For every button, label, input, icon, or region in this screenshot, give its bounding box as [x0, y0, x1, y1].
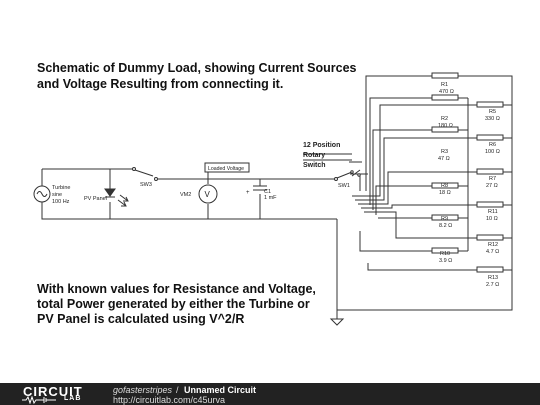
turbine-sub2: 100 Hz: [52, 199, 70, 205]
resistor-label: R10: [440, 251, 450, 257]
svg-text:V: V: [205, 190, 211, 199]
resistor-value: 10 Ω: [486, 216, 498, 222]
footer-username-link[interactable]: gofasterstripes: [113, 385, 173, 395]
note-line-3: PV Panel is calculated using V^2/R: [37, 312, 245, 326]
c1-capacitor: C1 1 mF +: [246, 185, 277, 201]
heading-line-1: Schematic of Dummy Load, showing Current…: [37, 61, 357, 75]
rotary-switch: 12 Position Rotary Switch SW1: [303, 142, 361, 189]
wires: [41, 75, 513, 319]
resistor-label: R11: [488, 209, 498, 215]
turbine-source: Turbine sine 100 Hz: [33, 185, 70, 205]
footer-url-link[interactable]: http://circuitlab.com/c45urva: [113, 395, 226, 405]
sw3-label: SW3: [140, 182, 152, 188]
resistor-label: R5: [489, 109, 496, 115]
resistor-label: R7: [489, 176, 496, 182]
c1-label: C1: [264, 189, 271, 195]
resistor-label: R8: [441, 183, 448, 189]
pv-panel-diode: PV Panel: [84, 188, 129, 207]
resistor-value: 8.2 Ω: [439, 223, 452, 229]
turbine-label: Turbine: [52, 185, 70, 191]
sw1-label: SW1: [338, 183, 350, 189]
resistor-value: 3.9 Ω: [439, 258, 452, 264]
switch-label-line3: Switch: [303, 162, 326, 169]
switch-label-line2: Rotary: [303, 152, 325, 159]
resistor-value: 470 Ω: [439, 89, 454, 95]
schematic-diagram: Turbine sine 100 Hz PV Panel SW3 V VM2 L…: [33, 72, 513, 326]
turbine-sub1: sine: [52, 192, 62, 198]
resistor-label: R1: [441, 82, 448, 88]
resistor-value: 330 Ω: [485, 116, 500, 122]
circuitlab-logo-sub: LAB: [64, 395, 82, 402]
resistor-label: R3: [441, 149, 448, 155]
resistor-label: R13: [488, 275, 498, 281]
vm2-voltmeter: V VM2 Loaded Voltage: [180, 162, 250, 204]
resistor-label: R6: [489, 142, 496, 148]
resistor-label: R12: [488, 242, 498, 248]
heading-line-2: and Voltage Resulting from connecting it…: [37, 77, 284, 91]
resistor-value: 18 Ω: [439, 190, 451, 196]
resistor-value: 27 Ω: [486, 183, 498, 189]
note-line-2: total Power generated by either the Turb…: [37, 297, 310, 311]
resistor-label: R9: [441, 216, 448, 222]
resistor-value: 2.7 Ω: [486, 282, 499, 288]
loaded-voltage-label: Loaded Voltage: [208, 166, 244, 172]
ground-symbol: [329, 318, 345, 326]
footer-bar: CIRCUIT LAB gofasterstripes / Unnamed Ci…: [0, 383, 540, 405]
footer-circuit-name-link[interactable]: Unnamed Circuit: [184, 385, 257, 395]
svg-text:+: +: [246, 190, 250, 196]
resistor-value: 4.7 Ω: [486, 249, 499, 255]
c1-value: 1 mF: [264, 195, 277, 201]
pv-panel-label: PV Panel: [84, 196, 107, 202]
resistor-value: 47 Ω: [438, 156, 450, 162]
circuitlab-logo-icon: [22, 396, 56, 404]
resistor-r9: R98.2 Ω: [431, 214, 459, 229]
note-line-1: With known values for Resistance and Vol…: [37, 282, 316, 296]
resistor-value: 100 Ω: [485, 149, 500, 155]
sw3-switch: SW3: [132, 167, 158, 188]
switch-label-line1: 12 Position: [303, 142, 340, 149]
vm2-label: VM2: [180, 192, 191, 198]
resistor-value: 180 Ω: [438, 123, 453, 129]
resistor-label: R2: [441, 116, 448, 122]
circuitlab-logo-word[interactable]: CIRCUIT: [23, 384, 83, 399]
footer-separator: /: [176, 385, 179, 395]
loaded-voltage-box: [204, 162, 250, 173]
